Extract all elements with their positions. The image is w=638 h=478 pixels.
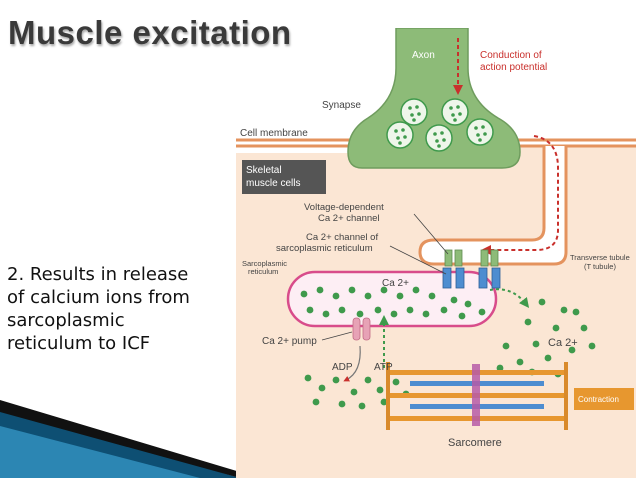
bullet-text: 2. Results in release of calcium ions fr… bbox=[7, 263, 229, 355]
bullet-line: 2. Results in release bbox=[7, 264, 189, 285]
corner-decoration bbox=[0, 400, 240, 478]
bullet-line: reticulum to ICF bbox=[7, 333, 151, 354]
t-tubule-label: Transverse tubule bbox=[570, 253, 630, 262]
synapse-label: Synapse bbox=[322, 100, 361, 111]
sr-label: Sarcoplasmic bbox=[242, 259, 287, 268]
conduction-label: Conduction of bbox=[480, 50, 542, 61]
calcium-release-arrow bbox=[489, 288, 530, 308]
sarcomere-label: Sarcomere bbox=[448, 437, 502, 449]
t-tubule-arrow bbox=[481, 135, 559, 255]
skeletal-label: Skeletal bbox=[246, 165, 282, 176]
voltage-channel-label: Voltage-dependent bbox=[304, 202, 384, 213]
ca-pump-label: Ca 2+ pump bbox=[262, 336, 317, 347]
sr-label-2: reticulum bbox=[248, 267, 278, 276]
t-tubule-label-2: (T tubule) bbox=[584, 262, 616, 271]
calcium-pump bbox=[352, 317, 371, 341]
muscle-excitation-diagram: Axon Conduction of action potential Syna… bbox=[236, 28, 636, 478]
voltage-channel-label-2: Ca 2+ channel bbox=[318, 213, 380, 224]
calcium-ions-cytosol bbox=[304, 374, 410, 410]
contraction-box bbox=[574, 388, 634, 410]
atp-label: ATP bbox=[374, 362, 393, 373]
slide-title: Muscle excitation bbox=[8, 14, 292, 51]
sr-channel-label: Ca 2+ channel of bbox=[306, 232, 378, 243]
calcium-ions-in-sr bbox=[300, 286, 486, 320]
axon-label: Axon bbox=[412, 50, 435, 61]
sr-calcium-channel bbox=[442, 267, 501, 289]
sarcomere bbox=[386, 362, 568, 430]
contraction-label: Contraction bbox=[578, 395, 619, 404]
t-tubule bbox=[418, 146, 568, 266]
conduction-label-2: action potential bbox=[480, 62, 547, 73]
ca-inside-label: Ca 2+ bbox=[382, 278, 409, 289]
voltage-dependent-channel bbox=[444, 249, 499, 267]
ca-outside-label: Ca 2+ bbox=[548, 337, 578, 349]
sr-channel-label-2: sarcoplasmic reticulum bbox=[276, 243, 373, 254]
skeletal-label-box bbox=[242, 160, 326, 194]
skeletal-label-2: muscle cells bbox=[246, 178, 300, 189]
cell-membrane-label: Cell membrane bbox=[240, 128, 308, 139]
bullet-line: sarcoplasmic bbox=[7, 310, 125, 331]
synaptic-vesicles bbox=[386, 98, 494, 152]
bullet-line: of calcium ions from bbox=[7, 287, 190, 308]
adp-label: ADP bbox=[332, 362, 353, 373]
